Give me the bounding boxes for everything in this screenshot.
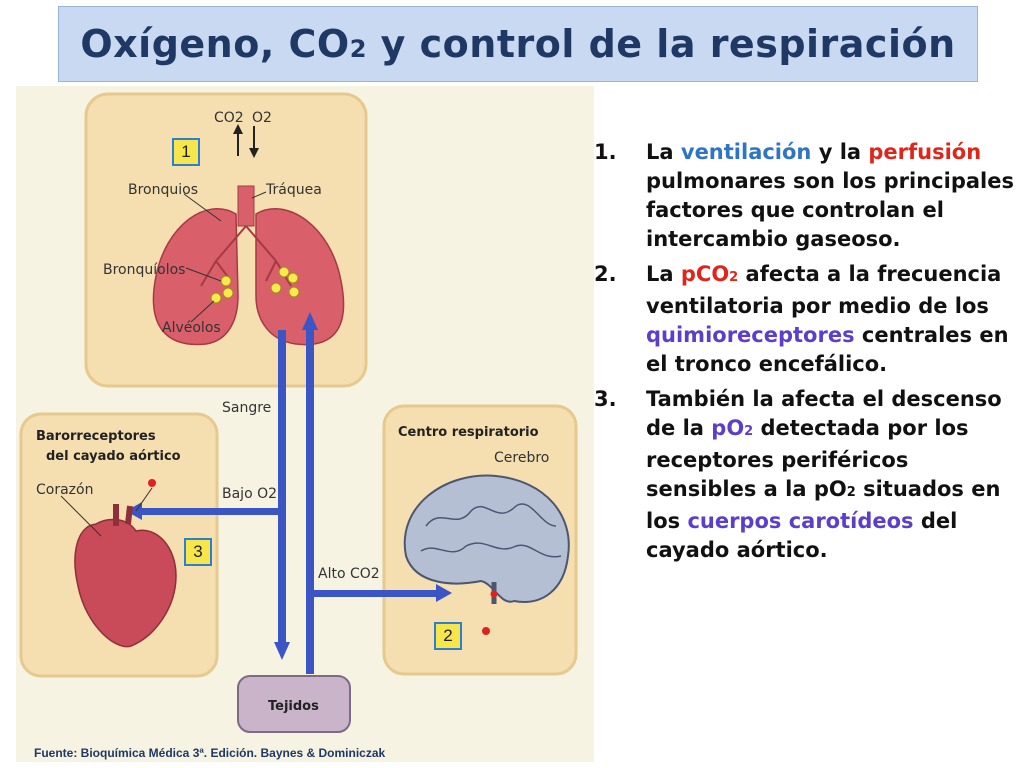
heart <box>74 518 177 648</box>
key-point-text-segment: pulmonares son los principales factores … <box>646 169 1014 251</box>
key-point-text-segment: afecta a la frecuencia ventilatoria por … <box>646 262 1002 318</box>
key-point-text-segment: del cayado aórtico. <box>646 509 958 562</box>
diagram-svg: CO2 O2 Bronquios Tráquea Bronquíolos Alv… <box>19 92 578 733</box>
key-point-text-segment: La <box>646 140 681 164</box>
label-bronquiolos: Bronquíolos <box>103 262 185 278</box>
key-point-text-segment: y la <box>811 140 869 164</box>
key-point-number: 1. <box>594 140 617 164</box>
baroreceptor-dot <box>148 479 156 487</box>
title-text-rest: y control de la respiración <box>366 22 956 66</box>
key-point-text-segment: perfusión <box>868 140 982 164</box>
key-point-text: La ventilación y la perfusión pulmonares… <box>646 138 1014 254</box>
label-co2: CO2 <box>214 110 244 126</box>
key-point-number: 3. <box>594 387 617 411</box>
label-alveolos: Alvéolos <box>162 320 221 336</box>
label-baroreceptores: Barorreceptores <box>36 429 156 444</box>
badge-1: 1 <box>172 138 200 166</box>
key-point-text: También la afecta el descenso de la pO2 … <box>646 385 1014 565</box>
label-tejidos: Tejidos <box>268 699 319 714</box>
key-point-number: 2. <box>594 262 617 286</box>
page-title: Oxígeno, CO2 y control de la respiración <box>80 22 955 66</box>
title-banner: Oxígeno, CO2 y control de la respiración <box>58 6 978 82</box>
title-text: Oxígeno, CO <box>80 22 350 66</box>
brain <box>403 474 570 603</box>
key-point-3: 3. También la afecta el descenso de la pO… <box>594 385 1014 565</box>
title-subscript: 2 <box>349 35 367 63</box>
trachea <box>237 185 255 227</box>
key-point-text-segment: pO <box>711 416 745 440</box>
label-alto-co2: Alto CO2 <box>318 566 380 582</box>
chemoreceptor-dot <box>482 627 490 635</box>
tejidos-box <box>237 675 351 733</box>
key-point-text-segment: situados en los <box>646 477 1001 533</box>
label-leaders <box>183 191 267 323</box>
key-point-text-segment: quimioreceptores <box>646 323 855 347</box>
badge-2: 2 <box>434 622 462 650</box>
key-point-text-segment: 2 <box>729 270 739 285</box>
label-cerebro: Cerebro <box>494 450 549 466</box>
key-point-text-segment: pCO <box>680 262 730 286</box>
blood-arrows <box>126 312 452 674</box>
key-point-text-segment: detectada por los receptores periféricos… <box>646 416 969 501</box>
key-point-2: 2. La pCO2 afecta a la frecuencia ventila… <box>594 260 1014 379</box>
label-corazon: Corazón <box>36 482 93 498</box>
key-point-text-segment: centrales en el tronco encefálico. <box>646 323 1009 376</box>
left-lung <box>152 208 239 346</box>
key-point-text-segment: La <box>646 262 681 286</box>
respiration-diagram: CO2 O2 Bronquios Tráquea Bronquíolos Alv… <box>16 86 594 762</box>
key-point-text-segment: 2 <box>744 424 754 439</box>
label-bajo-o2: Bajo O2 <box>222 486 277 502</box>
label-centro-respiratorio: Centro respiratorio <box>398 425 539 440</box>
label-o2: O2 <box>252 110 272 126</box>
key-point-text-segment: 2 <box>846 485 856 500</box>
label-sangre: Sangre <box>222 400 271 416</box>
key-point-text-segment: También la afecta el descenso de la <box>646 387 1002 440</box>
key-point-text-segment: ventilación <box>680 140 812 164</box>
badge-3: 3 <box>184 538 212 566</box>
source-citation: Fuente: Bioquímica Médica 3ª. Edición. B… <box>34 746 386 760</box>
label-cayado-aortico: del cayado aórtico <box>46 449 181 464</box>
key-point-1: 1. La ventilación y la perfusión pulmonar… <box>594 138 1014 254</box>
key-point-text-segment: cuerpos carotídeos <box>687 509 914 533</box>
bronchi-lines <box>200 225 292 287</box>
key-points-list: 1. La ventilación y la perfusión pulmonar… <box>594 138 1014 571</box>
label-bronquios: Bronquios <box>128 182 198 198</box>
label-traquea: Tráquea <box>265 182 322 198</box>
right-lung <box>255 208 345 346</box>
key-point-text: La pCO2 afecta a la frecuencia ventilato… <box>646 260 1014 379</box>
